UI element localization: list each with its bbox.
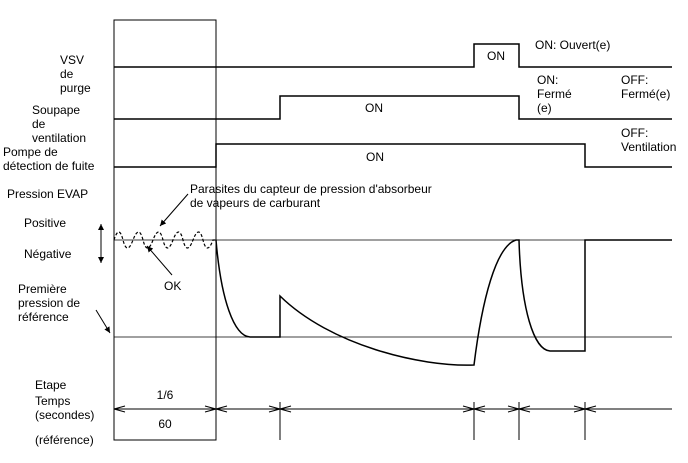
step-label: Etape <box>35 378 67 392</box>
valve-label-line3: ventilation <box>32 131 86 145</box>
vsv-trace <box>114 43 672 68</box>
pump-label-line1: Pompe de <box>3 145 58 159</box>
vsv-legend: ON: Ouvert(e) <box>535 38 610 52</box>
reference-leader <box>95 309 111 334</box>
time-label-line2: (secondes) <box>35 408 94 422</box>
valve-off-legend-line1: OFF: <box>621 73 648 87</box>
vsv-label-line3: purge <box>60 81 91 95</box>
pump-trace <box>114 143 672 168</box>
time-label-line3: (référence) <box>35 433 94 447</box>
valve-on-legend-line1: ON: <box>537 73 558 87</box>
first-step-value: 1/6 <box>157 388 174 402</box>
step-1-box <box>113 19 217 441</box>
valve-on-legend-line2: Fermé <box>537 87 572 101</box>
valve-trace <box>114 95 672 120</box>
valve-on-state: ON <box>365 101 383 115</box>
vsv-on-state: ON <box>487 49 505 63</box>
noise-leader <box>159 193 189 227</box>
phase-dividers <box>279 402 586 440</box>
noise-annotation-line2: de vapeurs de carburant <box>190 196 321 210</box>
pump-off-legend-line1: OFF: <box>621 126 648 140</box>
evap-pressure-trace <box>215 239 672 366</box>
vsv-label-line1: VSV <box>60 53 84 67</box>
pump-on-state: ON <box>366 150 384 164</box>
pump-off-legend-line2: Ventilation <box>621 140 676 154</box>
ok-annotation: OK <box>164 279 181 293</box>
valve-label-line2: de <box>32 117 46 131</box>
ok-leader <box>146 245 173 276</box>
time-axis <box>113 405 672 413</box>
pump-label-line2: détection de fuite <box>3 159 95 173</box>
valve-label-line1: Soupape <box>32 103 80 117</box>
vsv-label-line2: de <box>60 67 74 81</box>
first-step-time: 60 <box>158 417 172 431</box>
valve-off-legend-line2: Fermé(e) <box>621 87 670 101</box>
time-label-line1: Temps <box>35 394 70 408</box>
sensor-noise-trace <box>113 231 216 249</box>
reference-label-line3: référence <box>18 310 69 324</box>
reference-label-line2: pression de <box>18 296 80 310</box>
positive-label: Positive <box>24 216 66 230</box>
noise-annotation-line1: Parasites du capteur de pression d'absor… <box>190 182 432 196</box>
evap-label: Pression EVAP <box>7 187 88 201</box>
valve-on-legend-line3: (e) <box>537 101 552 115</box>
negative-label: Négative <box>24 247 72 261</box>
reference-label-line1: Première <box>18 282 67 296</box>
